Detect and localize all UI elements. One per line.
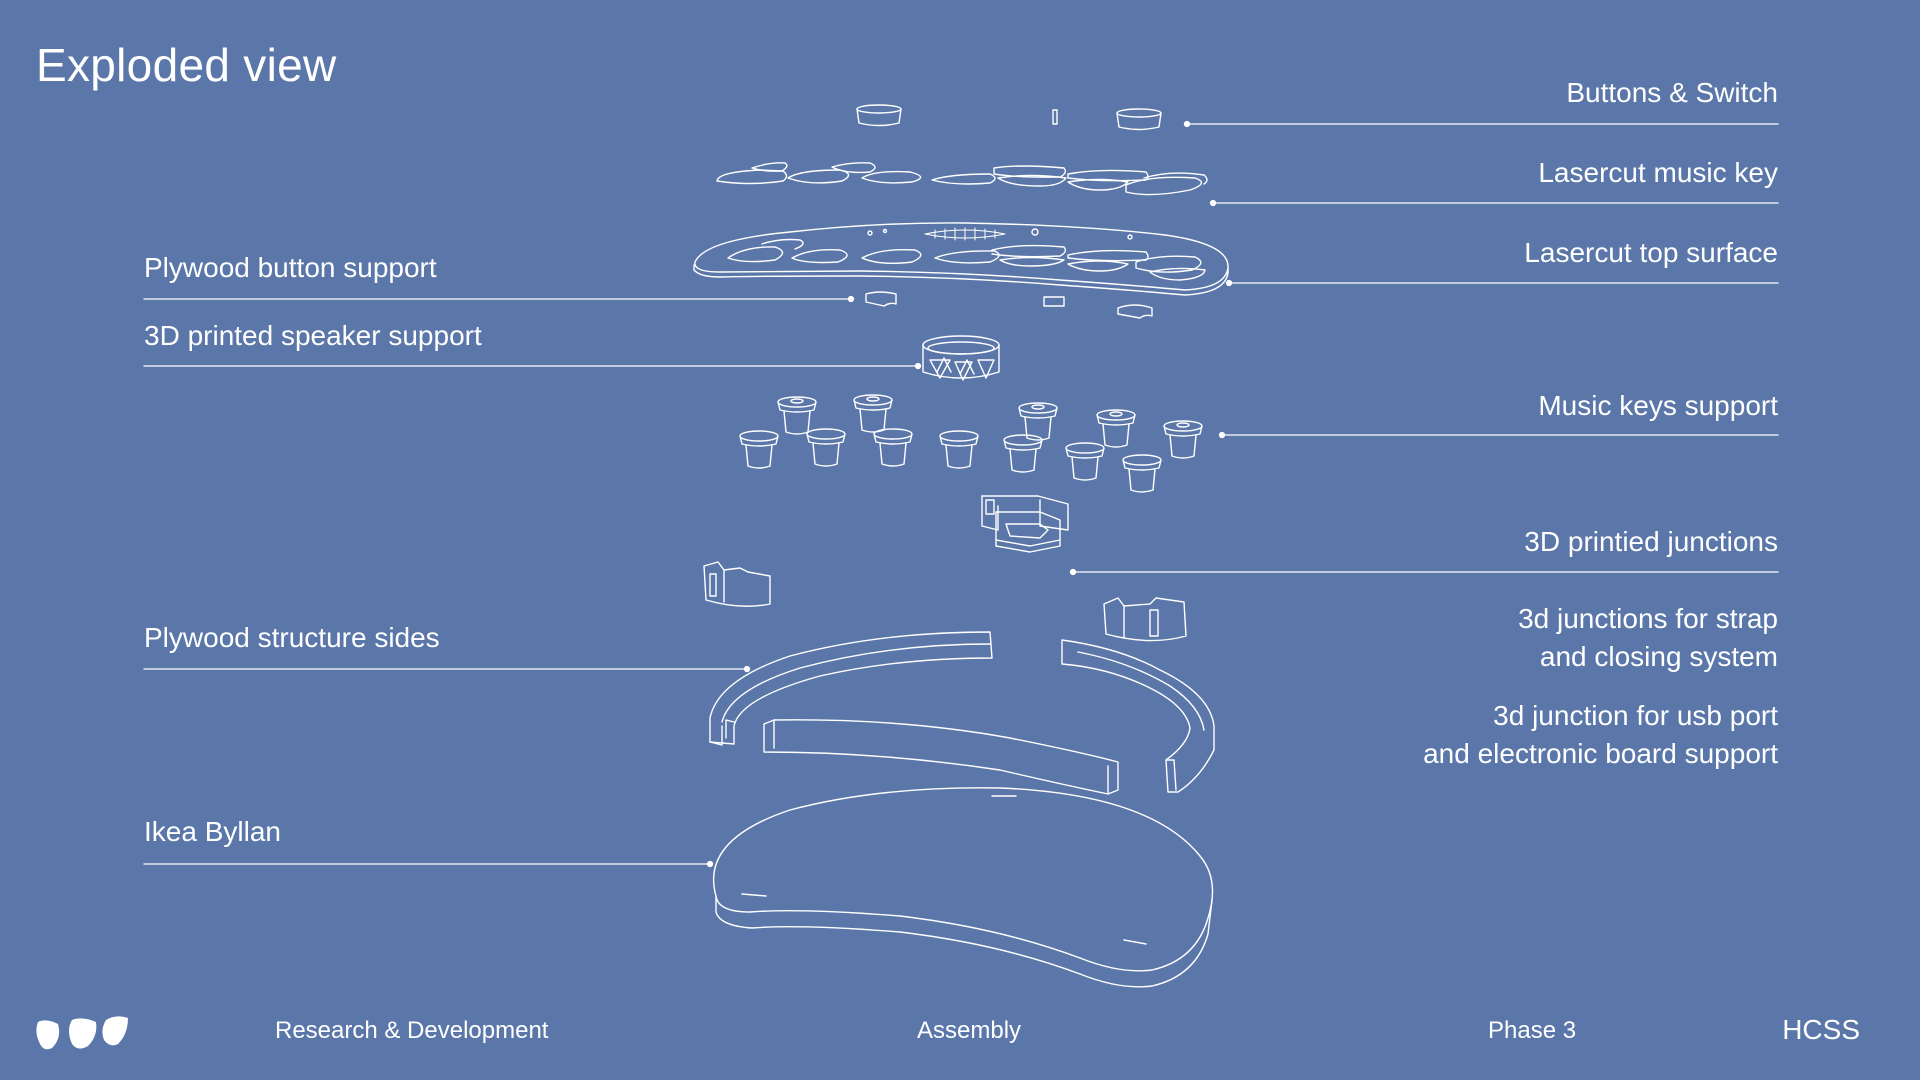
- label-ikea-byllan: Ikea Byllan: [144, 816, 281, 847]
- lasercut-top-surface-part: [693, 222, 1229, 296]
- strap-junction-right-part: [1103, 597, 1187, 642]
- key-support: [806, 428, 846, 467]
- label-buttons-switch: Buttons & Switch: [1566, 77, 1778, 108]
- three-petal-logo-icon: [36, 1016, 128, 1050]
- label-strap-junctions-line1: 3d junctions for strap: [1518, 603, 1778, 634]
- footer-brand: HCSS: [1782, 1014, 1860, 1045]
- label-lasercut-top-surface: Lasercut top surface: [1524, 237, 1778, 268]
- label-usb-junction-line2: and electronic board support: [1423, 738, 1778, 769]
- key-support: [1122, 454, 1162, 493]
- speaker-support-part: [922, 335, 1000, 381]
- label-music-keys-support: Music keys support: [1538, 390, 1778, 421]
- key-support: [739, 430, 779, 469]
- key-support: [1003, 434, 1043, 473]
- footer-topic: Assembly: [917, 1017, 1022, 1044]
- lasercut-music-keys-part: [716, 162, 1208, 196]
- strap-junction-left-part: [703, 561, 771, 607]
- label-strap-junctions: 3d junctions for strap and closing syste…: [1518, 600, 1778, 676]
- label-plywood-button-support: Plywood button support: [144, 252, 437, 283]
- leader-lines: [143, 120, 1779, 868]
- label-lasercut-music-key: Lasercut music key: [1538, 157, 1778, 188]
- ikea-byllan-part: [712, 787, 1214, 988]
- key-support: [777, 396, 817, 435]
- plywood-button-support-part: [865, 291, 1153, 319]
- key-support: [1065, 442, 1105, 481]
- key-support: [1018, 402, 1058, 441]
- label-usb-junction: 3d junction for usb port and electronic …: [1423, 697, 1778, 773]
- label-printed-junctions: 3D printied junctions: [1524, 526, 1778, 557]
- label-speaker-support: 3D printed speaker support: [144, 320, 482, 351]
- footer-section: Research & Development: [275, 1017, 549, 1044]
- plywood-sides-part: [709, 631, 1215, 795]
- music-keys-support-part: [739, 394, 1203, 493]
- key-support: [1096, 409, 1136, 448]
- key-support: [1163, 420, 1203, 459]
- footer-phase: Phase 3: [1488, 1017, 1577, 1044]
- label-usb-junction-line1: 3d junction for usb port: [1493, 700, 1778, 731]
- key-support: [853, 394, 893, 433]
- slide-title: Exploded view: [36, 39, 337, 91]
- buttons-switch-part: [856, 104, 1162, 131]
- key-support: [939, 430, 979, 469]
- label-plywood-sides: Plywood structure sides: [144, 622, 440, 653]
- key-support: [873, 428, 913, 467]
- label-strap-junctions-line2: and closing system: [1539, 641, 1778, 672]
- usb-junction-part: [981, 495, 1069, 553]
